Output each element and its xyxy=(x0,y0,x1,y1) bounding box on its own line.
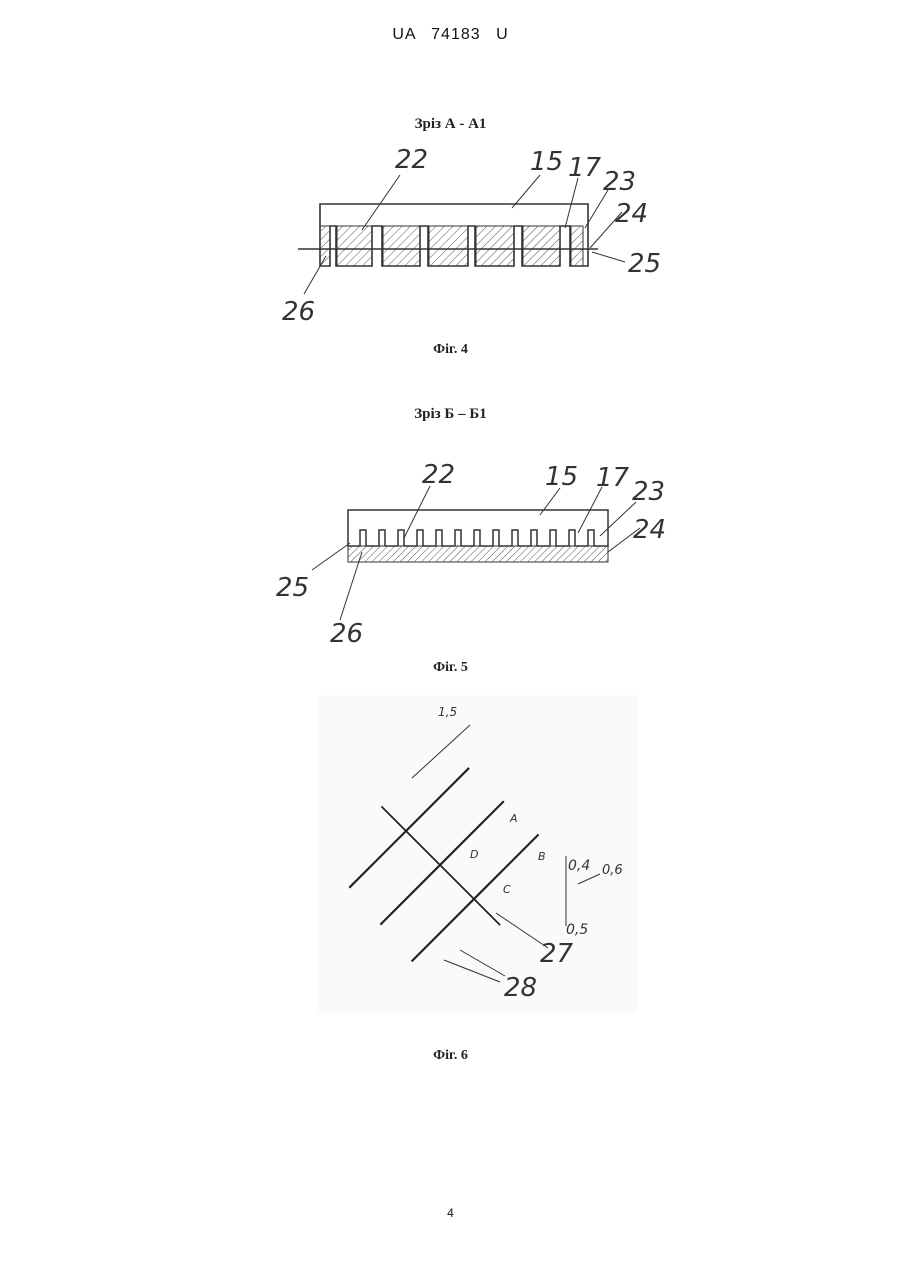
fig5-callout-25: 25 xyxy=(276,573,309,603)
fig6-callout-27: 27 xyxy=(540,939,574,969)
fig5-callout-22: 22 xyxy=(422,460,455,490)
fig6-dim-0-5: 0,5 xyxy=(566,922,588,938)
fig4-callout-22: 22 xyxy=(395,145,428,175)
fig4-caption: Фіг. 4 xyxy=(0,342,901,358)
document-header: UA 74183 U xyxy=(0,26,901,44)
fig5-callout-26: 26 xyxy=(330,619,363,649)
fig6-caption: Фіг. 6 xyxy=(0,1048,901,1064)
fig5-drawing: 22 15 17 23 24 25 26 xyxy=(0,450,901,650)
fig6-point-d: D xyxy=(470,848,478,861)
fig5-caption: Фіг. 5 xyxy=(0,660,901,676)
fig6-drawing: 1,5 0,4 0,6 0,5 A D B C 27 28 xyxy=(0,695,901,1015)
fig4-callout-26: 26 xyxy=(282,297,315,327)
fig4-section-title: Зріз А - А1 xyxy=(0,116,901,133)
fig5-callout-23: 23 xyxy=(632,477,665,507)
fig4-drawing: 22 15 17 23 24 25 26 xyxy=(0,140,901,340)
fig6-dim-0-4: 0,4 xyxy=(568,858,590,874)
fig5-callout-24: 24 xyxy=(633,515,666,545)
fig6-point-c: C xyxy=(503,883,511,896)
fig5-section-title: Зріз Б – Б1 xyxy=(0,406,901,423)
fig6-callout-28: 28 xyxy=(504,973,537,1003)
fig4-callout-25: 25 xyxy=(628,249,661,279)
fig6-point-b: B xyxy=(538,850,546,863)
fig4-callout-15: 15 xyxy=(530,147,563,177)
fig4-callout-17: 17 xyxy=(568,153,602,183)
fig4-callout-23: 23 xyxy=(603,167,636,197)
fig6-point-a: A xyxy=(509,812,518,825)
fig6-dim-0-6: 0,6 xyxy=(602,863,623,878)
fig5-callout-15: 15 xyxy=(545,462,578,492)
fig6-dim-1-5: 1,5 xyxy=(438,705,457,719)
page-number: 4 xyxy=(0,1206,901,1220)
fig5-callout-17: 17 xyxy=(596,463,630,493)
fig4-callout-24: 24 xyxy=(615,199,648,229)
